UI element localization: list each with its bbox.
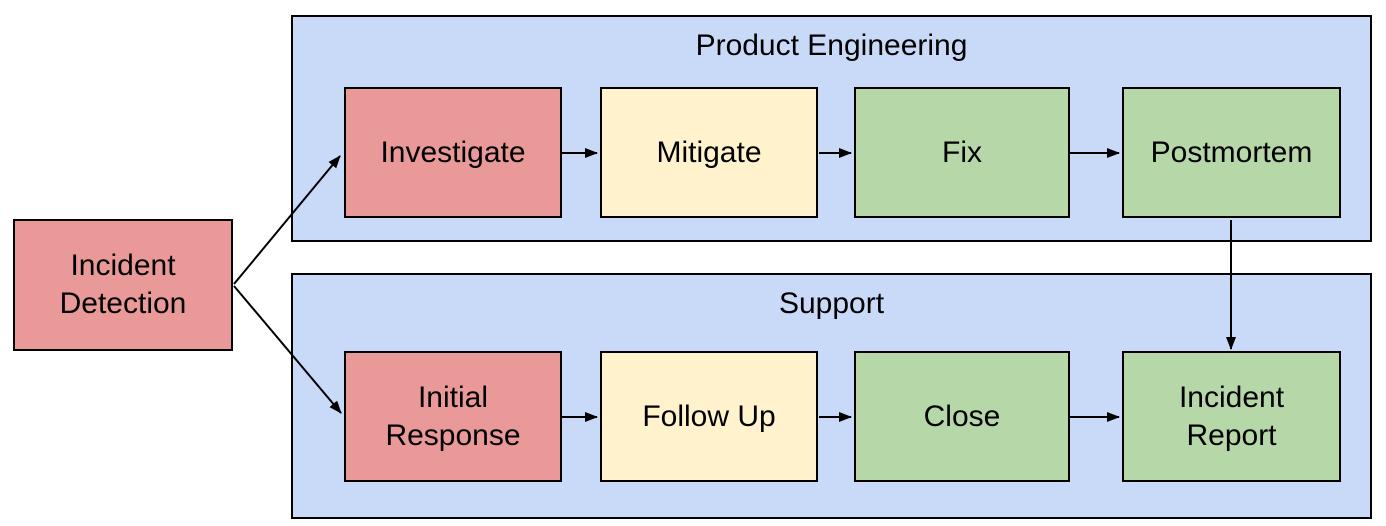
node-follow-up: Follow Up <box>600 351 818 482</box>
node-initial-response: Initial Response <box>344 351 562 482</box>
group-title-support: Support <box>778 287 885 320</box>
node-incident-detection: Incident Detection <box>13 219 233 351</box>
node-fix: Fix <box>854 87 1070 218</box>
node-close: Close <box>854 351 1070 482</box>
group-title-product-engineering: Product Engineering <box>695 29 968 62</box>
node-investigate: Investigate <box>344 87 562 218</box>
node-postmortem: Postmortem <box>1122 87 1341 218</box>
node-incident-report: Incident Report <box>1122 351 1341 482</box>
node-mitigate: Mitigate <box>600 87 818 218</box>
